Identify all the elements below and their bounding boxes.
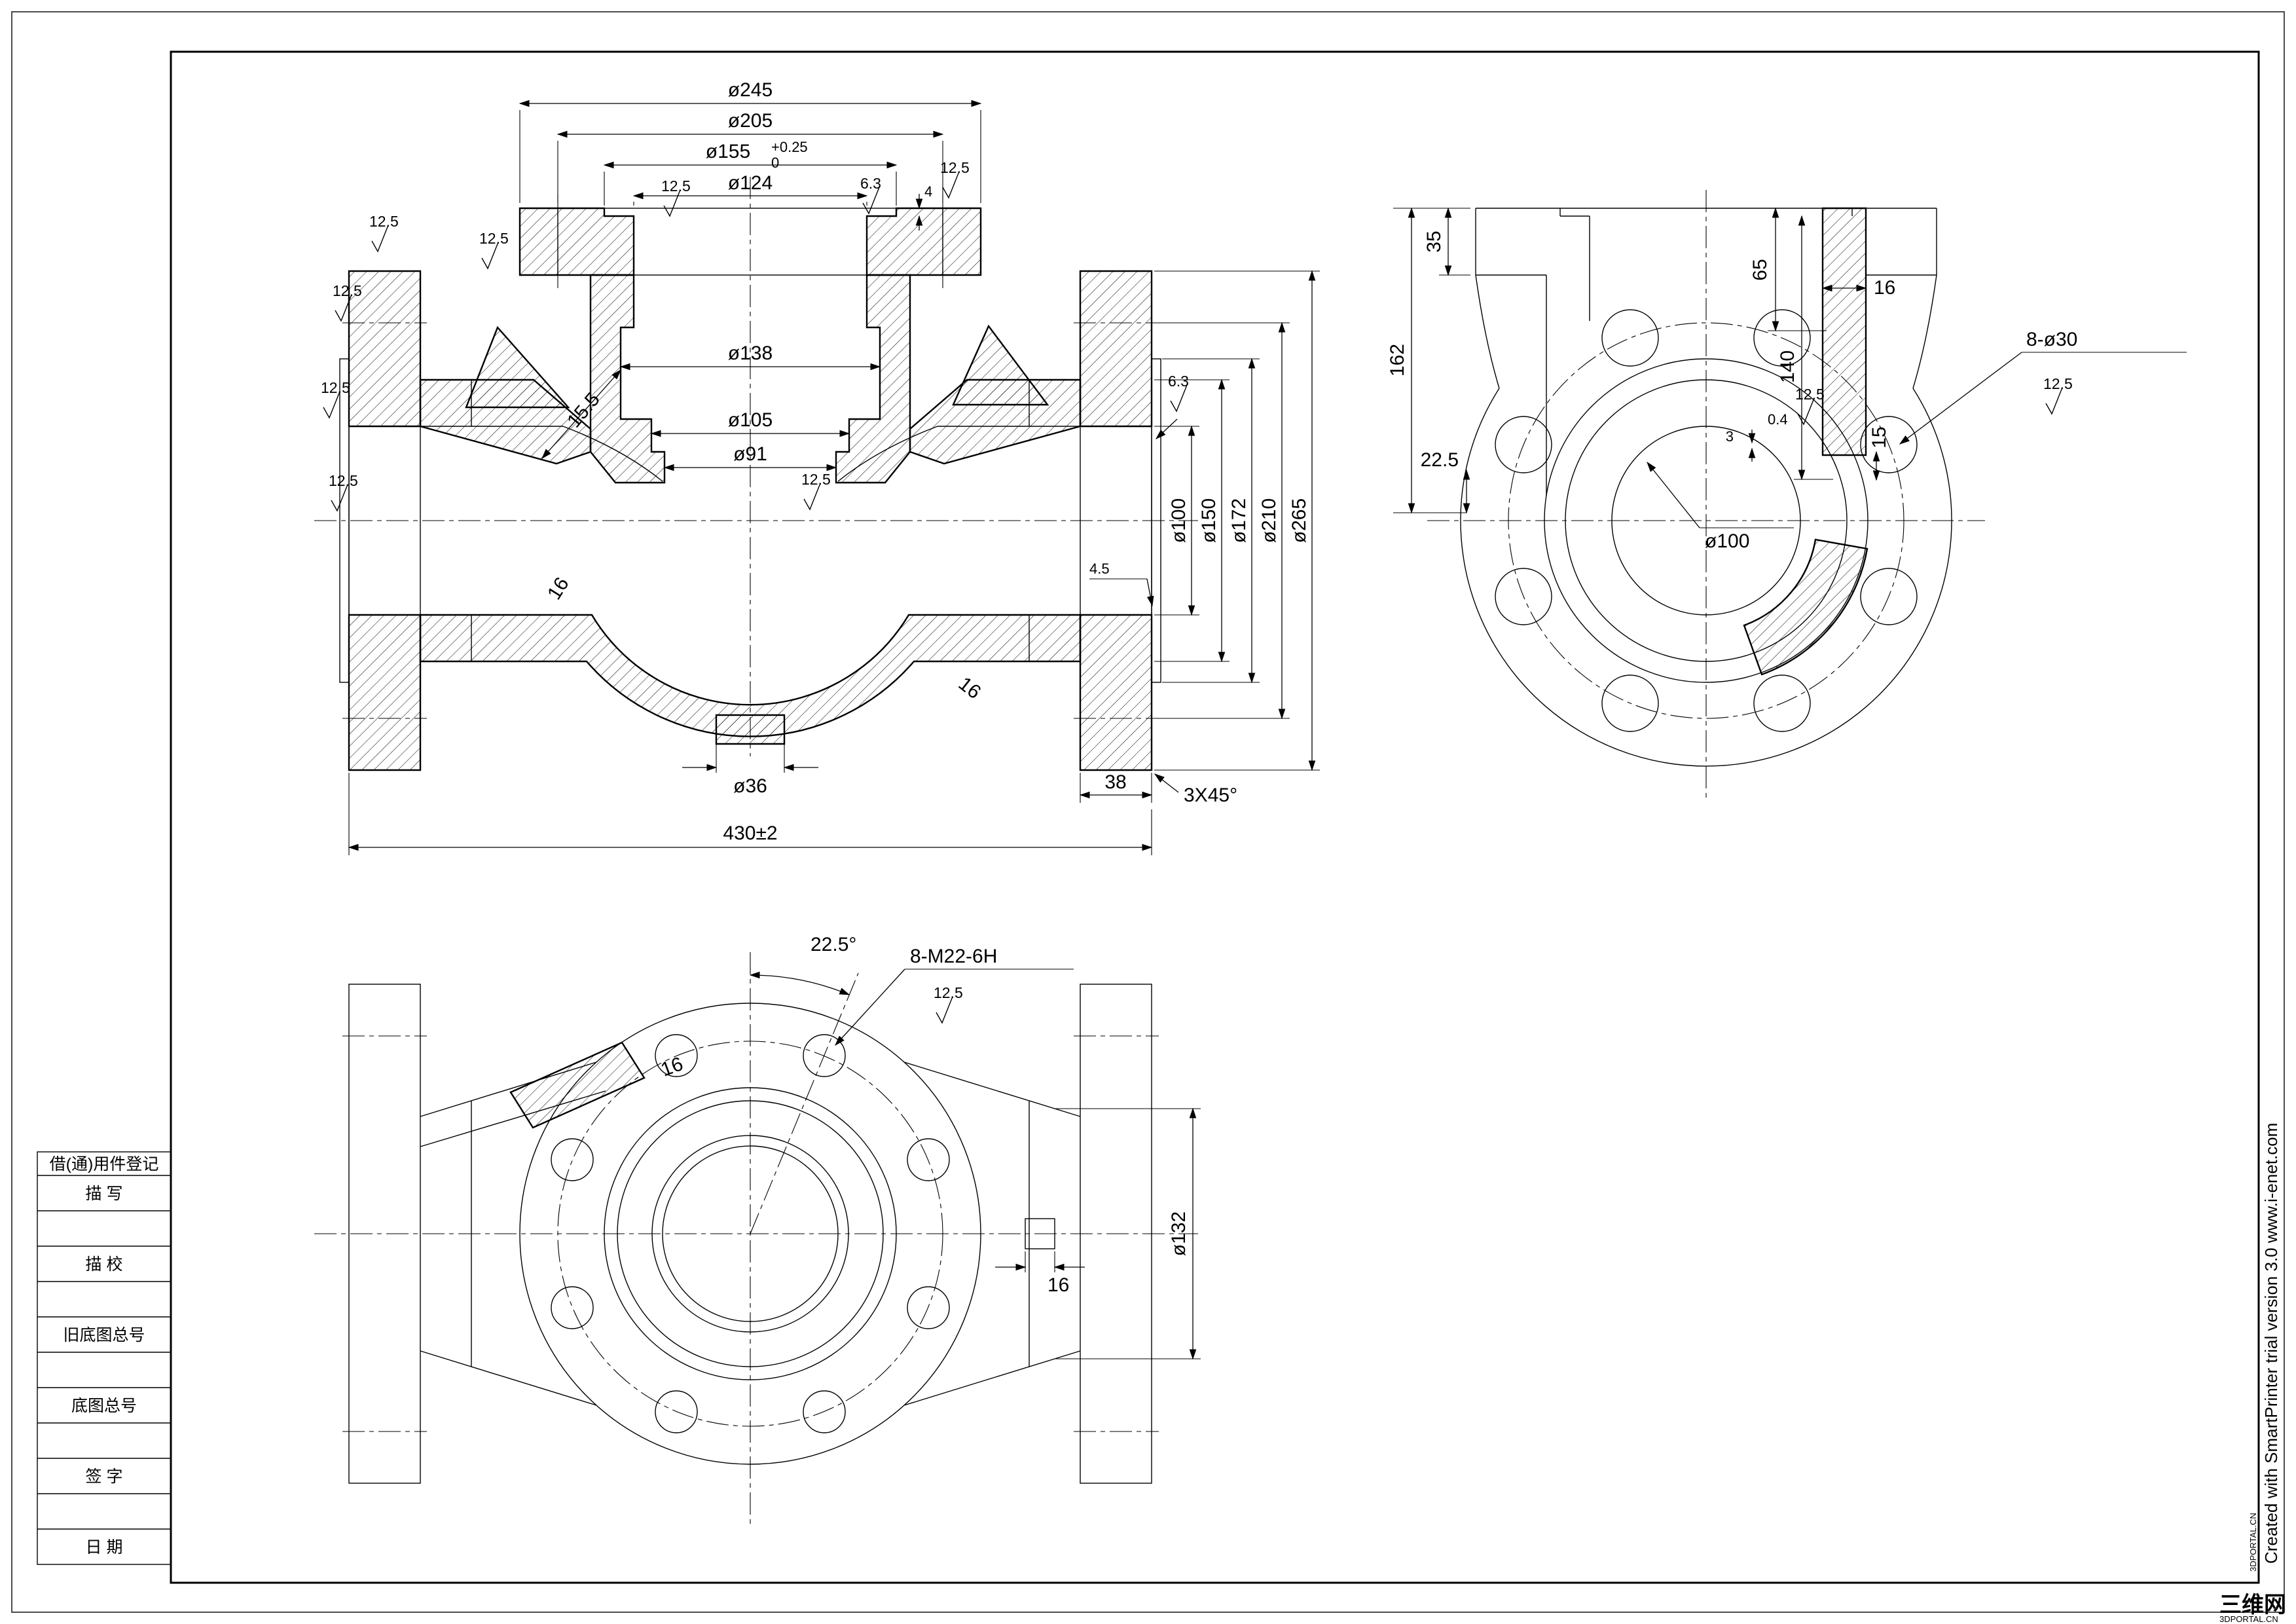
bottom-view: 22.5° 8-M22-6H 12.5 ø132 16 16 — [314, 934, 1201, 1526]
finish-mark: 12.5 — [479, 230, 509, 269]
finish-mark: 12.5 — [321, 379, 350, 418]
svg-text:12.5: 12.5 — [940, 159, 970, 176]
finish-mark: 12.5 — [940, 159, 970, 198]
title-block-header: 借(通)用件登记 — [50, 1155, 159, 1173]
dim-d132: ø132 — [1168, 1211, 1190, 1256]
dim-15: 15 — [1868, 426, 1890, 448]
dim-d155-tol-lower: 0 — [771, 155, 779, 171]
dim-wall16-right: 16 — [955, 673, 985, 704]
finish-mark: 12.5 — [333, 282, 362, 322]
sheet-frame — [11, 11, 2285, 1613]
watermark: Created with SmartPrinter trial version … — [2219, 1123, 2286, 1624]
finish-mark: 12.5 — [934, 984, 963, 1024]
dim-65: 65 — [1749, 259, 1771, 280]
finish-mark: 12.5 — [329, 472, 358, 511]
dim-04: 0.4 — [1768, 411, 1788, 428]
dim-3: 3 — [1726, 428, 1734, 445]
dim-162: 162 — [1387, 344, 1408, 377]
finish-mark: 12.5 — [661, 177, 691, 217]
portal-logo-sub: 3DPORTAL.CN — [2219, 1614, 2278, 1624]
svg-text:6.3: 6.3 — [860, 175, 881, 192]
portal-watermark-vertical: 3DPORTAL.CN — [2248, 1513, 2258, 1572]
dim-38: 38 — [1104, 771, 1126, 793]
finish-mark: 12.5 — [801, 471, 831, 510]
dim-45: 4.5 — [1089, 561, 1110, 577]
dim-140: 140 — [1777, 350, 1798, 383]
svg-text:12.5: 12.5 — [479, 230, 509, 247]
svg-text:12.5: 12.5 — [333, 282, 362, 299]
title-block-row-check: 描 校 — [86, 1255, 123, 1274]
dim-d36: ø36 — [733, 775, 767, 797]
dim-d155-tol-upper: +0.25 — [771, 139, 808, 155]
dim-boss16: 16 — [1048, 1274, 1069, 1296]
dim-chamfer: 3X45° — [1184, 784, 1237, 806]
title-block-row-date: 日 期 — [86, 1538, 123, 1557]
dim-35: 35 — [1423, 231, 1445, 252]
dim-d210: ø210 — [1258, 498, 1280, 543]
dim-wall16-left: 16 — [543, 574, 574, 604]
dim-8-d30: 8-ø30 — [2026, 329, 2077, 350]
svg-text:12.5: 12.5 — [661, 177, 691, 194]
dim-16-side: 16 — [1874, 277, 1895, 299]
svg-text:12.5: 12.5 — [934, 984, 963, 1001]
dim-wall16-bottom: 16 — [658, 1053, 686, 1080]
dim-d91: ø91 — [733, 443, 767, 465]
dim-total-length: 430±2 — [723, 822, 777, 844]
dim-angle-225: 22.5° — [811, 934, 856, 955]
svg-text:12.5: 12.5 — [1795, 386, 1825, 403]
dim-d245: ø245 — [728, 79, 773, 101]
smartprinter-watermark: Created with SmartPrinter trial version … — [2261, 1123, 2281, 1564]
title-block-row-old-no: 旧底图总号 — [63, 1326, 145, 1344]
svg-text:12.5: 12.5 — [801, 471, 831, 488]
dim-d105: ø105 — [728, 409, 773, 431]
svg-text:12.5: 12.5 — [329, 472, 358, 489]
title-block-row-sign: 签 字 — [86, 1467, 123, 1486]
svg-text:12.5: 12.5 — [369, 213, 399, 230]
dim-d100-front: ø100 — [1168, 498, 1190, 543]
svg-text:12.5: 12.5 — [321, 379, 350, 396]
dim-d155: ø155 — [706, 141, 750, 162]
front-view: ø245 ø205 ø155 +0.25 0 ø124 4 ø138 ø105 … — [314, 79, 1320, 855]
svg-text:12.5: 12.5 — [2043, 375, 2073, 392]
title-block-row-tracing: 描 写 — [86, 1185, 123, 1203]
side-view: 35 162 22.5 65 16 140 15 3 0.4 12.5 ø100… — [1387, 190, 2187, 799]
dim-d172: ø172 — [1228, 498, 1250, 543]
title-block-row-base-no: 底图总号 — [71, 1397, 137, 1415]
dim-thread: 8-M22-6H — [910, 946, 997, 967]
finish-mark: 6.3 — [860, 175, 881, 214]
dim-d150: ø150 — [1198, 498, 1220, 543]
dim-d124: ø124 — [728, 172, 773, 194]
svg-text:6.3: 6.3 — [1168, 373, 1189, 390]
dim-225: 22.5 — [1421, 449, 1459, 471]
portal-logo: 三维网 — [2219, 1593, 2286, 1617]
dim-d265: ø265 — [1288, 498, 1310, 543]
finish-mark: 12.5 — [369, 213, 399, 252]
finish-mark: 6.3 — [1168, 373, 1189, 412]
finish-mark: 12.5 — [2043, 375, 2073, 415]
title-block: 借(通)用件登记 描 写 描 校 旧底图总号 底图总号 签 字 日 期 — [37, 1151, 172, 1565]
finish-mark: 12.5 — [1795, 386, 1825, 425]
dim-d205: ø205 — [728, 110, 773, 132]
dim-depth4: 4 — [924, 183, 932, 200]
dim-d100-side: ø100 — [1705, 530, 1749, 552]
dim-d138: ø138 — [728, 342, 773, 364]
